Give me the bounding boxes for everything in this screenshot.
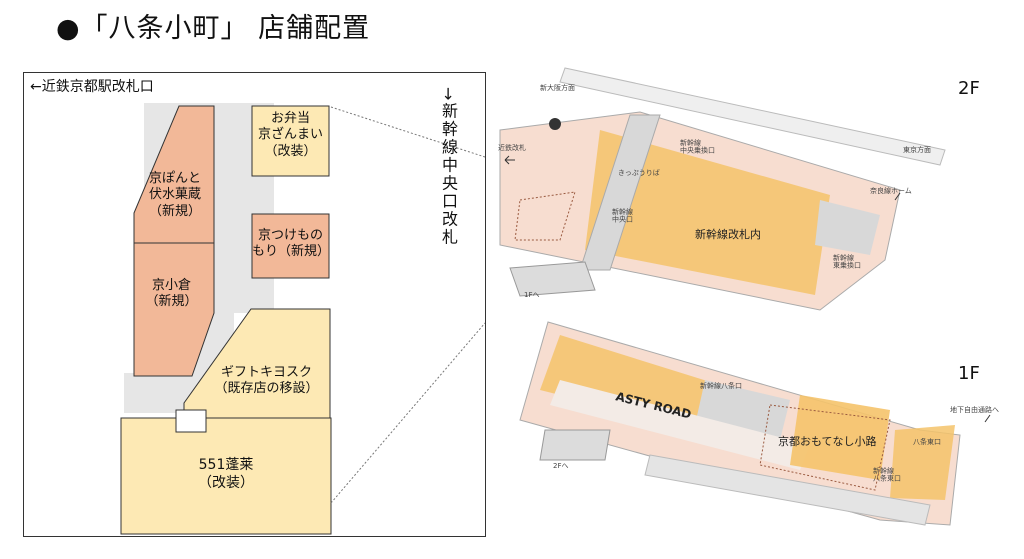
arrow-icon-kintetsu	[504, 155, 515, 165]
label-kintetsu: 近鉄改札	[498, 143, 526, 152]
arrow-icon-nara	[894, 192, 901, 201]
bridge-to-1f	[509, 261, 596, 297]
shop-kyookura	[133, 242, 215, 377]
shop-bento	[251, 105, 330, 177]
detail-connector-bottom	[330, 322, 485, 504]
pillar	[175, 409, 207, 433]
floor-1f-east	[890, 425, 955, 500]
label-omotenashi: 京都おもてなし小路	[778, 434, 877, 448]
asty-road-band	[550, 380, 810, 470]
page-title: ●「八条小町」 店舗配置	[56, 13, 371, 44]
label-to-1f: 1Fへ	[524, 291, 539, 299]
shop-tsukemono	[251, 213, 330, 279]
label-kippu: きっぷうりば	[618, 168, 660, 177]
shop-label-bento: お弁当 京ざんまい （改装）	[257, 111, 323, 159]
label-tokyo: 東京方面	[903, 145, 931, 154]
floor-label-2f: 2F	[958, 78, 980, 99]
label-to-2f: 2Fへ	[553, 462, 568, 470]
floor-1f-shops-left	[540, 335, 720, 430]
detail-connector-top	[330, 106, 485, 158]
label-chika: 地下自由通路へ	[950, 405, 999, 414]
kyoto-hachijo-komachi-highlight	[514, 191, 576, 241]
omotenashi-highlight	[759, 404, 891, 491]
shop-layout-drawing	[120, 103, 485, 535]
floor-1f-south-strip	[644, 454, 931, 526]
label-shinkansen-chuo-hatsuban: 新幹線中央乗換口	[680, 138, 715, 155]
floor-2f-gray-block	[815, 200, 880, 255]
exit-shinkansen-label: →新幹線中央口改札	[439, 87, 458, 247]
compass-icon	[549, 118, 561, 130]
floor-label-1f: 1F	[958, 363, 980, 384]
stairs-to-2f	[539, 429, 611, 461]
shop-label-kyookura: 京小倉 （新規）	[145, 278, 198, 310]
platform-strip-top	[559, 67, 946, 166]
arrow-icon-chika	[984, 414, 991, 423]
label-shinkansen-kaisatsunai: 新幹線改札内	[695, 227, 761, 241]
shop-layout-detail: ←近鉄京都駅改札口 →新幹線中央口改札 お弁当 京ざんまい （改装） 京ぽんと …	[23, 72, 486, 537]
shop-label-gift: ギフトキヨスク （既存店の移設）	[214, 365, 319, 397]
shop-horai	[120, 417, 332, 535]
label-shin-osaka: 新大阪方面	[540, 83, 575, 92]
label-hachijo-higashi: 八条東口	[913, 437, 941, 446]
floor-2f-gates	[585, 130, 830, 295]
label-shinkansen-hachijo: 新幹線八条口	[700, 381, 742, 390]
label-shinkansen-chuo: 新幹線中央口	[612, 207, 633, 224]
shop-label-horai: 551蓬莱 （改装）	[198, 457, 254, 491]
label-shinkansen-higashi: 新幹線東乗換口	[833, 253, 861, 270]
label-shinkansen-hachijo-higashi: 新幹線八条東口	[873, 466, 901, 483]
shop-label-kyopon: 京ぽんと 伏水菓蔵 （新規）	[148, 171, 201, 219]
floor-2f-walkway	[579, 114, 661, 271]
shop-label-tsukemono: 京つけもの もり（新規）	[252, 228, 331, 260]
floor-1f-shops-right	[790, 395, 890, 480]
exit-kintetsu-label: ←近鉄京都駅改札口	[30, 79, 154, 95]
label-nara-home: 奈良線ホーム	[870, 186, 912, 195]
